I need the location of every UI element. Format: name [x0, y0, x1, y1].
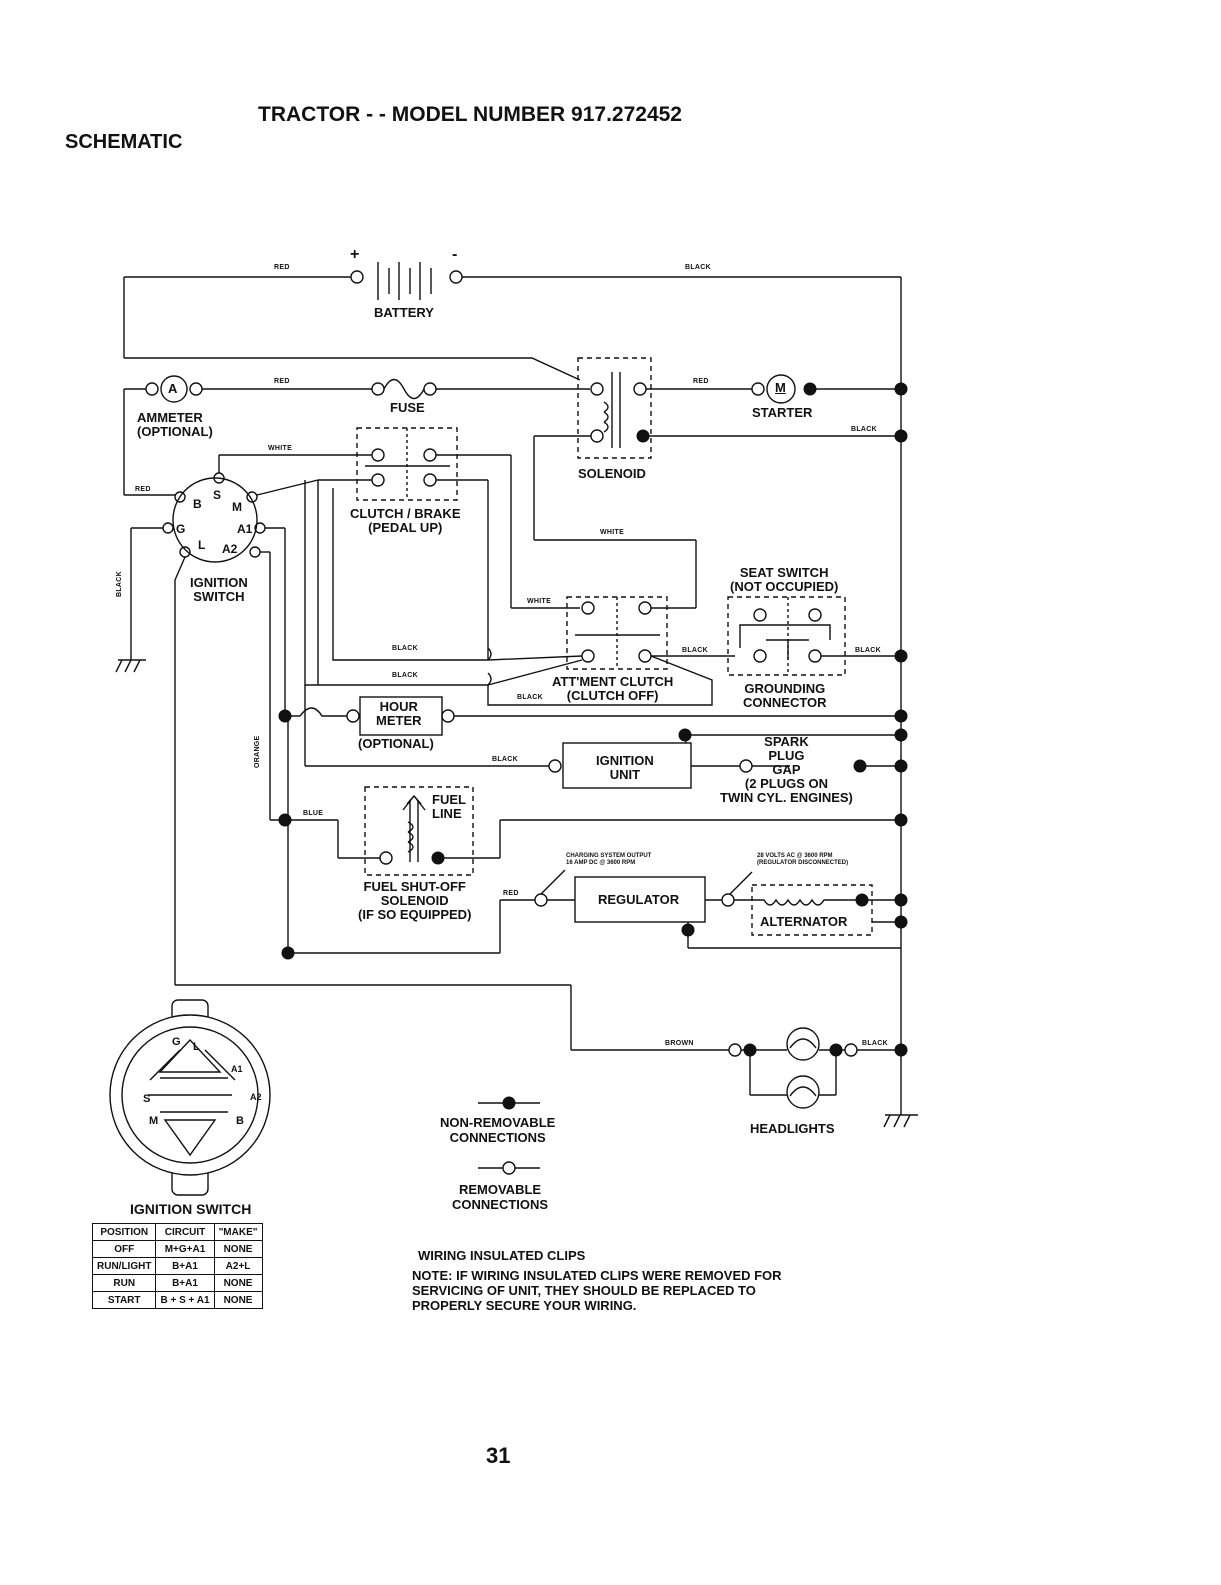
table-cell: A2+L: [213, 1257, 263, 1275]
table-cell: B + S + A1: [155, 1291, 215, 1309]
seat-switch-label: SEAT SWITCH(NOT OCCUPIED): [730, 565, 839, 594]
battery-plus: +: [350, 246, 360, 263]
wire-label-black: BLACK: [682, 647, 708, 654]
wire-label-red: RED: [503, 890, 519, 897]
wire-label-black: BLACK: [116, 571, 123, 597]
wire-label-black: BLACK: [851, 426, 877, 433]
table-cell: NONE: [213, 1291, 263, 1309]
ignition-switch-table: POSITION CIRCUIT "MAKE" OFF M+G+A1 NONE …: [91, 1223, 263, 1309]
note-text: NOTE: IF WIRING INSULATED CLIPS WERE REM…: [412, 1268, 782, 1313]
face-terminal-b: B: [236, 1115, 244, 1127]
table-row: RUN B+A1 NONE: [91, 1274, 263, 1292]
section-title: SCHEMATIC: [65, 131, 183, 153]
table-cell: RUN/LIGHT: [91, 1257, 157, 1275]
table-header: POSITION: [91, 1223, 157, 1241]
wire-label-black: BLACK: [685, 264, 711, 271]
terminal-g: G: [176, 522, 186, 536]
battery-symbol: [350, 262, 463, 300]
table-cell: OFF: [91, 1240, 157, 1258]
face-terminal-g: G: [172, 1036, 181, 1048]
face-terminal-a2: A2: [250, 1092, 262, 1102]
wire-label-white: WHITE: [600, 529, 625, 536]
face-terminal-l: L: [193, 1041, 200, 1053]
wire-label-black: BLACK: [392, 672, 418, 679]
table-cell: M+G+A1: [155, 1240, 215, 1258]
alternator-output-label: 28 VOLTS AC @ 3600 RPM(REGULATOR DISCONN…: [757, 853, 849, 866]
wire-label-red: RED: [274, 264, 290, 271]
wire-label-orange: ORANGE: [254, 735, 261, 768]
regulator-label: REGULATOR: [598, 892, 680, 907]
wire-label-black: BLACK: [392, 645, 418, 652]
attachment-clutch-label: ATT'MENT CLUTCH(CLUTCH OFF): [552, 674, 674, 703]
wire-label-red: RED: [274, 378, 290, 385]
alternator-label: ALTERNATOR: [760, 914, 848, 929]
table-row: START B + S + A1 NONE: [91, 1291, 263, 1309]
table-header: CIRCUIT: [155, 1223, 215, 1241]
terminal-s: S: [213, 488, 222, 502]
battery-minus: -: [452, 246, 458, 263]
starter-symbol: M: [775, 380, 786, 395]
wire-label-brown: BROWN: [665, 1040, 694, 1047]
wire-label-red: RED: [135, 486, 151, 493]
face-terminal-m: M: [149, 1115, 159, 1127]
table-cell: B+A1: [155, 1257, 215, 1275]
table-cell: NONE: [213, 1240, 263, 1258]
connection-dots: [278, 382, 908, 1110]
solenoid-label: SOLENOID: [578, 466, 646, 481]
table-row: RUN/LIGHT B+A1 A2+L: [91, 1257, 263, 1275]
wire-label-black: BLACK: [517, 694, 543, 701]
table-cell: RUN: [91, 1274, 157, 1292]
hour-meter-optional: (OPTIONAL): [358, 736, 434, 751]
wire-label-black: BLACK: [855, 647, 881, 654]
page-title: TRACTOR - - MODEL NUMBER 917.272452: [258, 103, 682, 126]
face-terminal-a1: A1: [231, 1064, 243, 1074]
ignition-table-title: IGNITION SWITCH: [130, 1201, 252, 1217]
note-label: NOTE:: [412, 1268, 453, 1283]
table-row: OFF M+G+A1 NONE: [91, 1240, 263, 1258]
ignition-switch-body: [172, 477, 258, 563]
table-header-row: POSITION CIRCUIT "MAKE": [91, 1223, 263, 1241]
face-terminal-s: S: [143, 1093, 151, 1105]
wire-label-white: WHITE: [268, 445, 293, 452]
terminal-b: B: [193, 497, 202, 511]
wire-label-black: BLACK: [492, 756, 518, 763]
terminal-m: M: [232, 500, 242, 514]
wire-label-white: WHITE: [527, 598, 552, 605]
table-cell: START: [91, 1291, 157, 1309]
wire-label-blue: BLUE: [303, 810, 324, 817]
spark-plug-label: SPARK PLUG GAP (2 PLUGS ON TWIN CYL. ENG…: [720, 734, 853, 805]
fuse-label: FUSE: [390, 400, 425, 415]
terminal-a1: A1: [237, 522, 253, 536]
note-heading: WIRING INSULATED CLIPS: [418, 1248, 586, 1263]
ammeter-label: AMMETER(OPTIONAL): [137, 410, 213, 439]
ignition-switch-face: [109, 999, 271, 1196]
table-cell: NONE: [213, 1274, 263, 1292]
battery-label: BATTERY: [374, 305, 434, 320]
headlights-label: HEADLIGHTS: [750, 1121, 835, 1136]
wire-label-red: RED: [693, 378, 709, 385]
table-header: "MAKE": [213, 1223, 263, 1241]
page-number: 31: [486, 1443, 511, 1468]
ammeter-circle: [160, 375, 188, 403]
wire-label-black: BLACK: [862, 1040, 888, 1047]
ammeter-symbol: A: [168, 381, 178, 396]
starter-label: STARTER: [752, 405, 813, 420]
terminal-a2: A2: [222, 542, 238, 556]
table-cell: B+A1: [155, 1274, 215, 1292]
clutch-brake-label: CLUTCH / BRAKE(PEDAL UP): [350, 506, 461, 535]
terminal-l: L: [198, 538, 206, 552]
